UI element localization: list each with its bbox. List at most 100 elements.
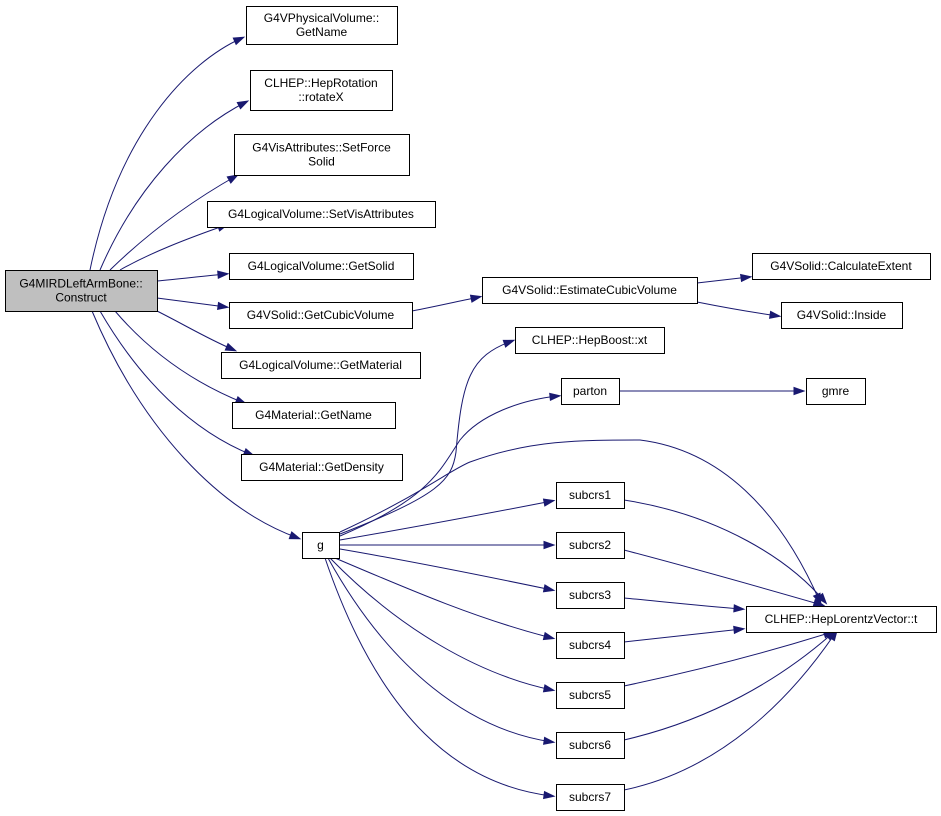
edge-g-to-s3 [339,548,556,593]
edge-g-to-s2 [339,540,556,550]
node-label: subcrs2 [569,538,611,552]
node-box [806,378,866,405]
edge-line [411,296,480,312]
arrowhead-icon [288,531,302,540]
arrowhead-icon [812,598,826,607]
node-est[interactable]: G4VSolid::EstimateCubicVolume [482,277,698,304]
edge-line [99,310,253,456]
edge-line [623,631,837,791]
node-n2[interactable]: CLHEP::HepRotation::rotateX [250,70,393,111]
node-box [5,270,158,312]
arrowhead-icon [217,301,230,311]
arrowhead-icon [543,736,556,745]
node-lt[interactable]: CLHEP::HepLorentzVector::t [746,606,937,633]
node-g[interactable]: g [302,532,340,559]
arrowhead-icon [542,631,556,641]
arrowhead-icon [733,625,746,635]
edge-line [339,500,553,541]
node-gmre[interactable]: gmre [806,378,866,405]
node-s6[interactable]: subcrs6 [556,732,625,759]
node-box [234,134,410,176]
node-n6[interactable]: G4VSolid::GetCubicVolume [229,302,413,329]
edge-line [339,439,821,603]
node-box [556,784,625,811]
node-box [556,532,625,559]
node-boost[interactable]: CLHEP::HepBoost::xt [515,327,665,354]
node-label: G4MIRDLeftArmBone:: [19,277,142,291]
node-label: G4VSolid::CalculateExtent [770,259,912,273]
edge-root-to-n1 [89,36,246,271]
edge-est-to-inside [696,301,782,319]
node-label: G4VSolid::Inside [797,308,887,322]
node-box [556,632,625,659]
edge-root-to-n3 [109,174,240,271]
edge-s3-to-lt [623,597,746,613]
edge-s2-to-lt [623,549,826,607]
edge-line [623,631,833,687]
node-label: subcrs1 [569,488,611,502]
node-n7[interactable]: G4LogicalVolume::GetMaterial [221,352,421,379]
edge-g-to-s6 [327,557,556,745]
edge-est-to-calc [696,273,753,284]
node-s2[interactable]: subcrs2 [556,532,625,559]
node-box [232,402,396,429]
node-s7[interactable]: subcrs7 [556,784,625,811]
node-s3[interactable]: subcrs3 [556,582,625,609]
node-box [229,253,414,280]
node-label: G4VPhysicalVolume:: [264,11,379,25]
edge-line [327,557,553,743]
edge-s5-to-lt [623,630,836,687]
node-label: G4VisAttributes::SetForce [252,141,391,155]
node-label: CLHEP::HepBoost::xt [532,333,648,347]
edge-parton-to-gmre [619,386,806,396]
node-label: Solid [308,155,335,169]
edge-root-to-n8 [114,310,248,405]
node-parton[interactable]: parton [561,378,620,405]
edge-root-to-n6 [156,297,230,311]
arrowhead-icon [543,540,556,550]
edge-s6-to-lt [623,629,837,741]
edge-root-to-n4 [119,223,230,271]
node-box [556,582,625,609]
edge-line [109,175,237,271]
node-label: CLHEP::HepRotation [264,76,377,90]
node-label: ::rotateX [298,90,343,104]
node-calc[interactable]: G4VSolid::CalculateExtent [752,253,931,280]
node-n5[interactable]: G4LogicalVolume::GetSolid [229,253,414,280]
node-n1[interactable]: G4VPhysicalVolume::GetName [246,6,398,45]
root-node[interactable]: G4MIRDLeftArmBone::Construct [5,270,158,312]
node-label: G4Material::GetName [255,408,372,422]
node-n8[interactable]: G4Material::GetName [232,402,396,429]
node-label: g [317,538,324,552]
node-label: parton [573,384,607,398]
edge-g-to-s7 [324,557,556,800]
arrowhead-icon [542,498,556,507]
node-label: G4LogicalVolume::SetVisAttributes [228,207,414,221]
edge-g-to-s1 [339,498,556,541]
node-label: G4VSolid::GetCubicVolume [247,308,395,322]
node-box [556,682,625,709]
edge-root-to-n7 [156,310,238,352]
node-inside[interactable]: G4VSolid::Inside [781,302,903,329]
node-n9[interactable]: G4Material::GetDensity [241,454,403,481]
arrowhead-icon [816,592,828,605]
node-s1[interactable]: subcrs1 [556,482,625,509]
node-label: subcrs6 [569,738,611,752]
edge-n6-to-est [411,294,483,312]
edge-line [623,631,835,741]
node-label: subcrs5 [569,688,611,702]
node-box [746,606,937,633]
arrowhead-icon [740,273,753,283]
node-s4[interactable]: subcrs4 [556,632,625,659]
node-n4[interactable]: G4LogicalVolume::SetVisAttributes [207,201,436,228]
edge-root-to-n5 [156,270,230,282]
node-box [229,302,413,329]
node-box [482,277,698,304]
edge-s1-to-lt [623,499,828,605]
arrowhead-icon [733,604,746,613]
node-s5[interactable]: subcrs5 [556,682,625,709]
node-box [241,454,403,481]
node-label: CLHEP::HepLorentzVector::t [765,612,918,626]
